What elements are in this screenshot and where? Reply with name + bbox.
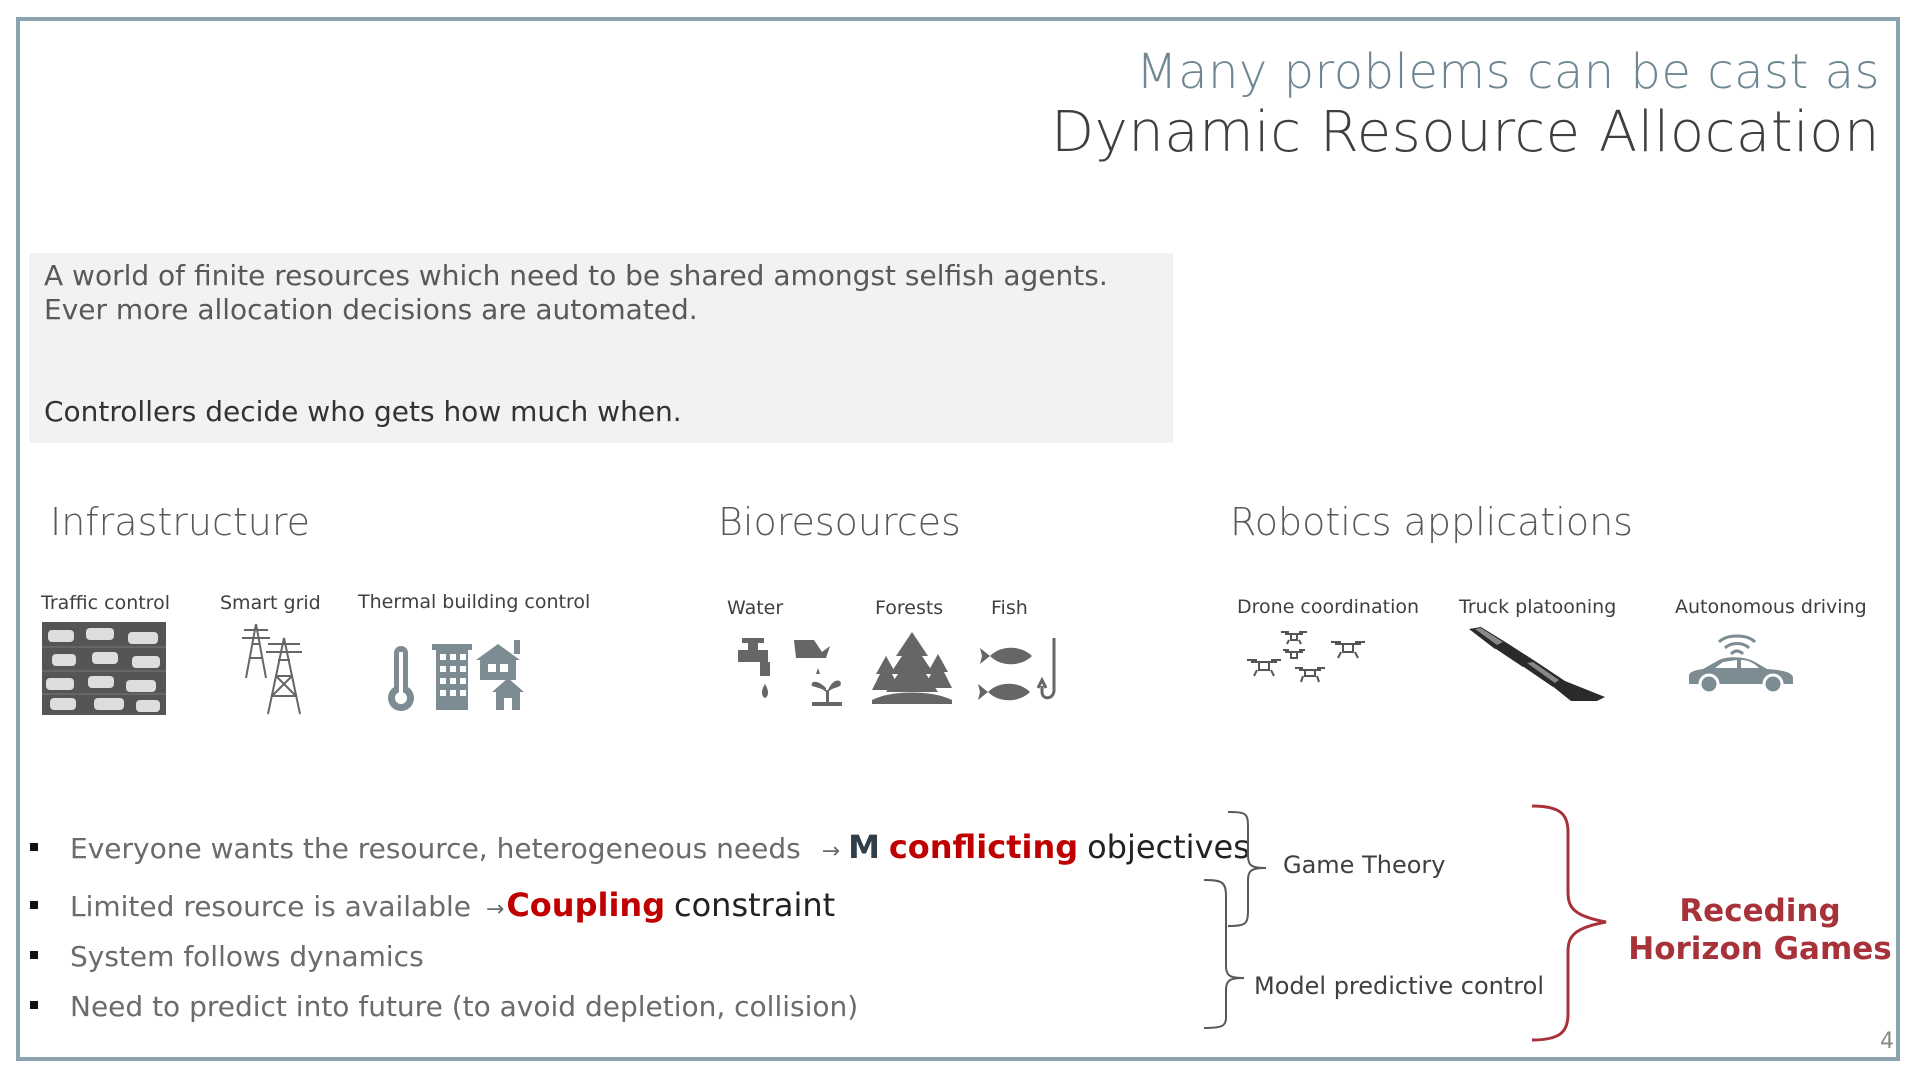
rhg-line-2: Horizon Games xyxy=(1628,931,1892,967)
bullet-2-text: Limited resource is available xyxy=(70,890,471,923)
heading-bioresources: Bioresources xyxy=(718,500,961,544)
label-fish: Fish xyxy=(991,597,1028,619)
receding-horizon-games: Receding Horizon Games xyxy=(1620,892,1900,968)
label-autonomous-driving: Autonomous driving xyxy=(1675,596,1867,618)
bullet-marker xyxy=(30,951,38,959)
label-forests: Forests xyxy=(875,597,944,619)
bullet-3: System follows dynamics xyxy=(30,940,424,973)
autonomous-car-icon xyxy=(1689,634,1793,694)
drones-icon xyxy=(1247,631,1365,683)
slide-subtitle: Many problems can be cast as xyxy=(1136,44,1880,100)
brace-mpc xyxy=(1203,879,1245,1029)
bullet-2-tail: constraint xyxy=(674,886,836,924)
intro-emphasis: Controllers decide who gets how much whe… xyxy=(44,395,682,428)
bullet-1: Everyone wants the resource, heterogeneo… xyxy=(30,828,1250,866)
water-tap-icon xyxy=(738,638,842,706)
slide-frame xyxy=(16,17,1900,1061)
bullet-marker xyxy=(30,1001,38,1009)
intro-line-2: Ever more allocation decisions are autom… xyxy=(44,293,698,326)
label-drone-coordination: Drone coordination xyxy=(1237,596,1420,618)
bullet-3-text: System follows dynamics xyxy=(70,940,424,973)
bullet-2-coupling: Coupling xyxy=(506,886,666,924)
bullet-4: Need to predict into future (to avoid de… xyxy=(30,990,858,1023)
right-arrow-icon: → xyxy=(821,839,841,864)
rhg-line-1: Receding xyxy=(1679,893,1841,929)
label-traffic-control: Traffic control xyxy=(41,592,170,614)
bullet-1-text: Everyone wants the resource, heterogeneo… xyxy=(70,832,801,865)
label-thermal-building-control: Thermal building control xyxy=(358,591,591,613)
label-smart-grid: Smart grid xyxy=(220,592,321,614)
brace-receding-horizon xyxy=(1531,804,1607,1042)
label-game-theory: Game Theory xyxy=(1283,851,1446,879)
traffic-image-icon xyxy=(42,622,166,715)
slide-title: Dynamic Resource Allocation xyxy=(1051,100,1880,165)
bullet-2: Limited resource is available →Coupling … xyxy=(30,886,835,924)
label-water: Water xyxy=(727,597,784,619)
bullet-marker xyxy=(30,901,38,909)
forest-icon xyxy=(872,632,952,704)
right-arrow-icon: → xyxy=(485,897,505,922)
heading-infrastructure: Infrastructure xyxy=(50,500,311,544)
bullet-1-m: M xyxy=(848,828,880,866)
intro-line-1: A world of finite resources which need t… xyxy=(44,259,1108,292)
bullet-1-conflicting: conflicting xyxy=(888,828,1079,866)
page-number: 4 xyxy=(1880,1029,1894,1054)
braces-diagram xyxy=(1203,804,1607,1042)
truck-platoon-icon xyxy=(1467,625,1607,701)
heading-robotics: Robotics applications xyxy=(1230,500,1633,544)
bullet-1-tail: objectives xyxy=(1087,828,1250,866)
power-pylon-icon xyxy=(242,623,302,715)
thermometer-buildings-icon xyxy=(388,640,524,711)
fish-hook-icon xyxy=(978,638,1056,701)
label-model-predictive-control: Model predictive control xyxy=(1254,972,1544,1000)
intro-box: A world of finite resources which need t… xyxy=(29,253,1173,443)
bullet-marker xyxy=(30,843,38,851)
bullet-4-text: Need to predict into future (to avoid de… xyxy=(70,990,859,1023)
label-truck-platooning: Truck platooning xyxy=(1459,596,1617,618)
brace-game-theory xyxy=(1227,811,1267,927)
